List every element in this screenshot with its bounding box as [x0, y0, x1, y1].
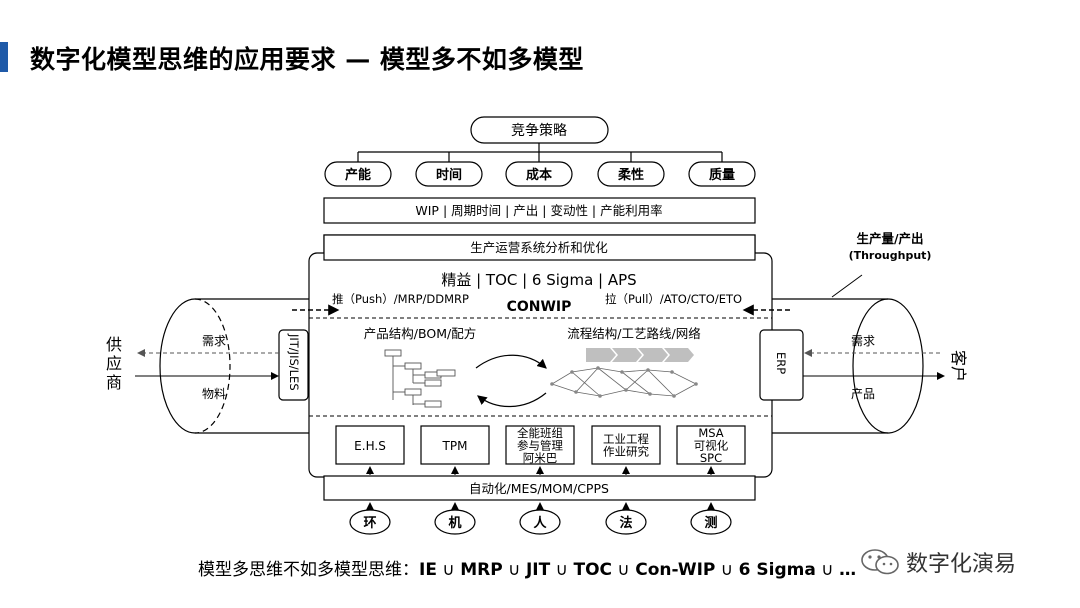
support-box-line: 可视化 — [694, 438, 729, 452]
watermark-text: 数字化演易 — [906, 552, 1017, 577]
page-title: 数字化模型思维的应用要求 — 模型多不如多模型 — [30, 45, 584, 74]
cycle-arrow-right — [475, 354, 547, 369]
bottom-item: MRP — [460, 560, 503, 580]
supplier-label: 供 应 商 — [106, 335, 122, 392]
conwip-label: CONWIP — [507, 299, 572, 315]
bottom-items: IE ∪ MRP ∪ JIT ∪ TOC ∪ Con-WIP ∪ 6 Sigma… — [419, 560, 856, 580]
union-symbol: ∪ — [550, 560, 574, 580]
foundation-environment: 环 — [363, 516, 376, 531]
goal-capacity: 产能 — [345, 167, 371, 183]
goal-cost: 成本 — [526, 167, 552, 183]
goal-ovals: 产能 时间 成本 柔性 质量 — [324, 161, 756, 187]
support-box-line: 全能班组 — [517, 426, 563, 440]
base-bar — [323, 475, 756, 501]
tpm-box-label: TPM — [442, 439, 468, 453]
support-box-line: 阿米巴 — [523, 451, 558, 465]
right-pipe — [772, 274, 924, 434]
bottom-item: Con-WIP — [635, 560, 716, 580]
pull-label: 拉（Pull）/ATO/CTO/ETO — [605, 292, 742, 306]
left-material-label: 物料 — [202, 387, 226, 401]
metrics-bar — [323, 197, 756, 224]
foundation-machine: 机 — [448, 515, 461, 531]
union-symbol: ∪ — [436, 560, 461, 580]
bottom-item: 6 Sigma — [738, 560, 816, 580]
right-demand-label: 需求 — [851, 334, 875, 348]
jit-box-label: JIT/JIS/LES — [287, 333, 301, 391]
strategy-label: 竞争策略 — [511, 122, 567, 139]
ehs-box-label: E.H.S — [354, 439, 386, 453]
goal-quality: 质量 — [709, 167, 735, 183]
goal-time: 时间 — [436, 167, 462, 183]
process-structure-label: 流程结构/工艺路线/网络 — [567, 326, 701, 341]
jit-box — [278, 329, 309, 401]
support-box-line: MSA — [698, 426, 723, 440]
foundation-measure: 测 — [704, 515, 717, 531]
union-symbol: ∪ — [612, 560, 636, 580]
foundation-arrows — [366, 502, 715, 510]
push-label: 推（Push）/MRP/DDMRP — [332, 292, 469, 306]
watermark: 数字化演易 — [860, 546, 1016, 578]
metrics-label: WIP | 周期时间 | 产出 | 变动性 | 产能利用率 — [415, 203, 662, 218]
support-arrows — [366, 466, 715, 475]
foundation-method: 法 — [619, 515, 632, 531]
support-boxes — [335, 425, 746, 465]
erp-box — [759, 329, 804, 401]
base-label: 自动化/MES/MOM/CPPS — [469, 481, 609, 496]
support-box-line: SPC — [700, 451, 722, 465]
bottom-item: TOC — [573, 560, 612, 580]
bottom-item: IE — [419, 560, 437, 580]
wechat-icon — [861, 549, 899, 575]
bottom-formula: 模型多思维不如多模型思维：IE ∪ MRP ∪ JIT ∪ TOC ∪ Con-… — [198, 555, 856, 580]
union-symbol: ∪ — [815, 560, 840, 580]
svg-text:生产运营系统分析和优化: 生产运营系统分析和优化 — [470, 240, 608, 255]
throughput-label: 生产量/产出 — [856, 231, 923, 246]
process-chevrons-icon — [586, 348, 694, 362]
product-structure-label: 产品结构/BOM/配方 — [364, 326, 476, 341]
customer-label: 客户 — [949, 350, 968, 382]
strategy-connectors — [357, 143, 723, 162]
foundation-man: 人 — [533, 515, 547, 531]
left-demand-label: 需求 — [202, 334, 226, 348]
foundation-ovals: 环 机 人 法 测 — [349, 509, 732, 535]
throughput-en-label: (Throughput) — [849, 249, 932, 262]
bottom-item: JIT — [525, 560, 551, 580]
svg-text:商: 商 — [106, 373, 122, 392]
left-pipe — [159, 298, 312, 434]
support-box-line: 作业研究 — [603, 445, 649, 459]
bottom-prefix: 模型多思维不如多模型思维： — [198, 560, 419, 580]
svg-text:供: 供 — [106, 335, 122, 354]
support-box-line: 参与管理 — [517, 438, 563, 452]
title-accent-bar — [0, 42, 8, 72]
methods-label: 精益 | TOC | 6 Sigma | APS — [441, 271, 636, 289]
union-symbol: ∪ — [715, 560, 739, 580]
bom-tree-icon — [384, 349, 456, 408]
svg-text:应: 应 — [106, 354, 122, 373]
union-symbol: ∪ — [502, 560, 526, 580]
support-box-line: 工业工程 — [603, 432, 649, 446]
erp-box-label: ERP — [774, 352, 788, 374]
right-product-label: 产品 — [851, 387, 875, 401]
process-network-icon — [550, 366, 698, 398]
cycle-arrow-left — [477, 392, 547, 408]
goal-flexibility: 柔性 — [617, 167, 644, 183]
bottom-item: … — [839, 560, 857, 580]
